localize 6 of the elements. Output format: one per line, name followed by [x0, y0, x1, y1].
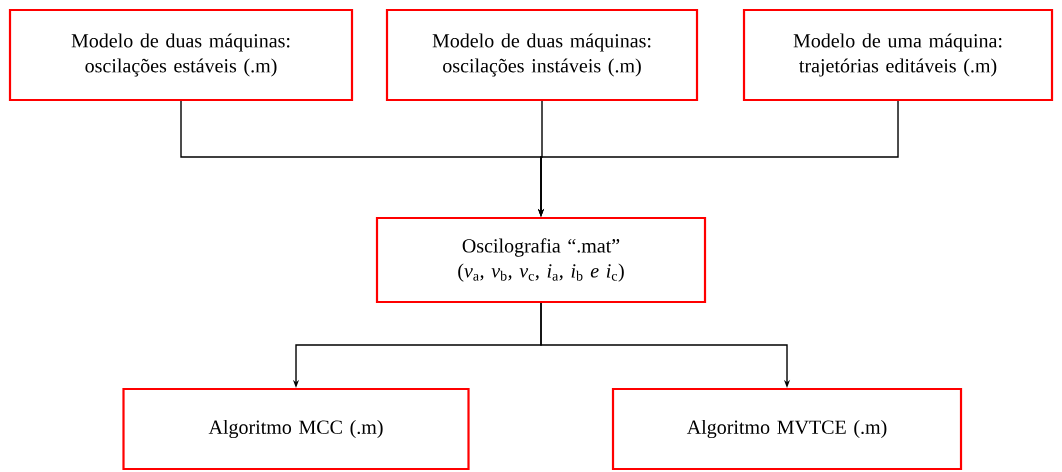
process-box: Modelo de uma máquina: trajetórias editáveis (.m): [742, 8, 1054, 102]
process-box: Modelo de duas máquinas: oscilações instáveis (.m): [385, 8, 699, 102]
process-box: Modelo de duas máquinas: oscilações estáveis (.m): [8, 8, 354, 102]
process-box: Oscilografia “.mat” (v$_{a}$, v$_{b}$, v$_{c}$, i$_{a}$, i$_{b}$ e i$_{c}$): [375, 216, 707, 304]
process-box: Algoritmo MCC (.m): [122, 387, 470, 471]
process-box: Algoritmo MVTCE (.m): [611, 387, 963, 471]
